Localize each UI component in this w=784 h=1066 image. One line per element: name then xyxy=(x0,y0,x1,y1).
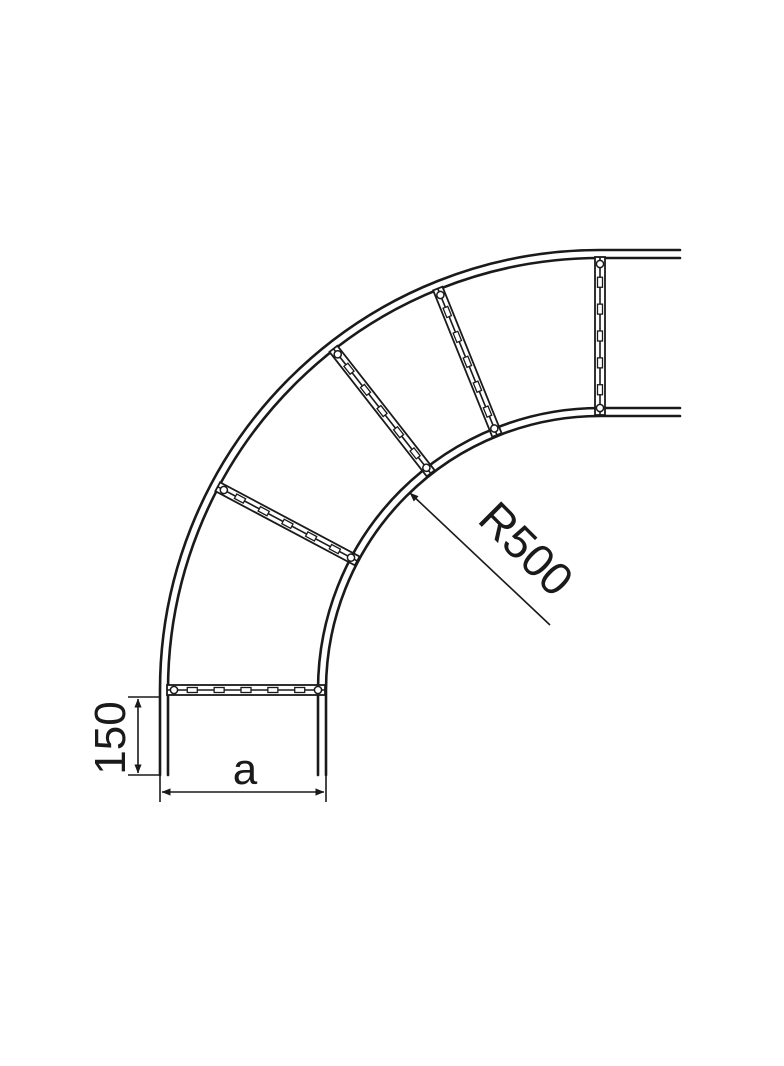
rung-bolt-outer xyxy=(436,290,445,300)
rung-bolt-outer xyxy=(169,685,179,695)
rung-bolt-outer xyxy=(595,259,605,269)
outer-rail-inner-edge xyxy=(166,256,682,777)
rung-slot xyxy=(233,493,247,505)
outer-rail-outer-edge xyxy=(158,248,682,777)
rung xyxy=(328,344,436,478)
rung-bolt-inner xyxy=(313,685,323,695)
width-dimension-label: a xyxy=(233,745,258,794)
rung-slot xyxy=(596,303,604,315)
rung-slot xyxy=(267,686,279,694)
rung-slot xyxy=(240,686,252,694)
rung-slot xyxy=(343,362,355,376)
rung-slot xyxy=(596,357,604,369)
rung xyxy=(594,256,606,416)
radius-leader-line xyxy=(409,492,551,626)
rung-slot xyxy=(392,425,405,439)
rung-slot xyxy=(359,383,372,397)
rung-slot xyxy=(596,384,604,396)
rung-slot xyxy=(452,330,463,344)
rung-slot xyxy=(596,330,604,342)
rung-bolt-inner xyxy=(490,424,499,433)
height-dimension-label: 150 xyxy=(86,701,135,774)
rung xyxy=(431,285,503,439)
rung-slot xyxy=(328,543,342,555)
rung-slot xyxy=(294,686,306,694)
rung-slot xyxy=(213,686,225,694)
rung xyxy=(166,684,326,696)
rung-bolt-inner xyxy=(346,553,356,562)
rung-bolt-inner xyxy=(595,403,605,413)
rung-bolt-outer xyxy=(333,349,343,359)
rung-slot xyxy=(482,405,493,418)
inner-rail-outer-edge xyxy=(316,406,682,777)
rungs-group xyxy=(166,256,606,696)
rung-slot xyxy=(186,686,198,694)
rung-slot xyxy=(304,530,318,542)
rung-slot xyxy=(596,276,604,288)
radius-dimension-label: R500 xyxy=(469,491,584,606)
rung-slot xyxy=(280,518,294,530)
rung xyxy=(214,481,361,567)
rung-slot xyxy=(409,446,422,460)
inner-rail-inner-edge xyxy=(324,414,682,777)
rung-bolt-outer xyxy=(219,485,229,495)
rung-slot xyxy=(257,505,271,517)
rung-bolt-inner xyxy=(422,463,431,473)
rung-slot xyxy=(442,305,453,319)
rung-slot xyxy=(462,355,473,369)
rung-slot xyxy=(376,404,389,418)
rung-slot xyxy=(472,380,483,394)
